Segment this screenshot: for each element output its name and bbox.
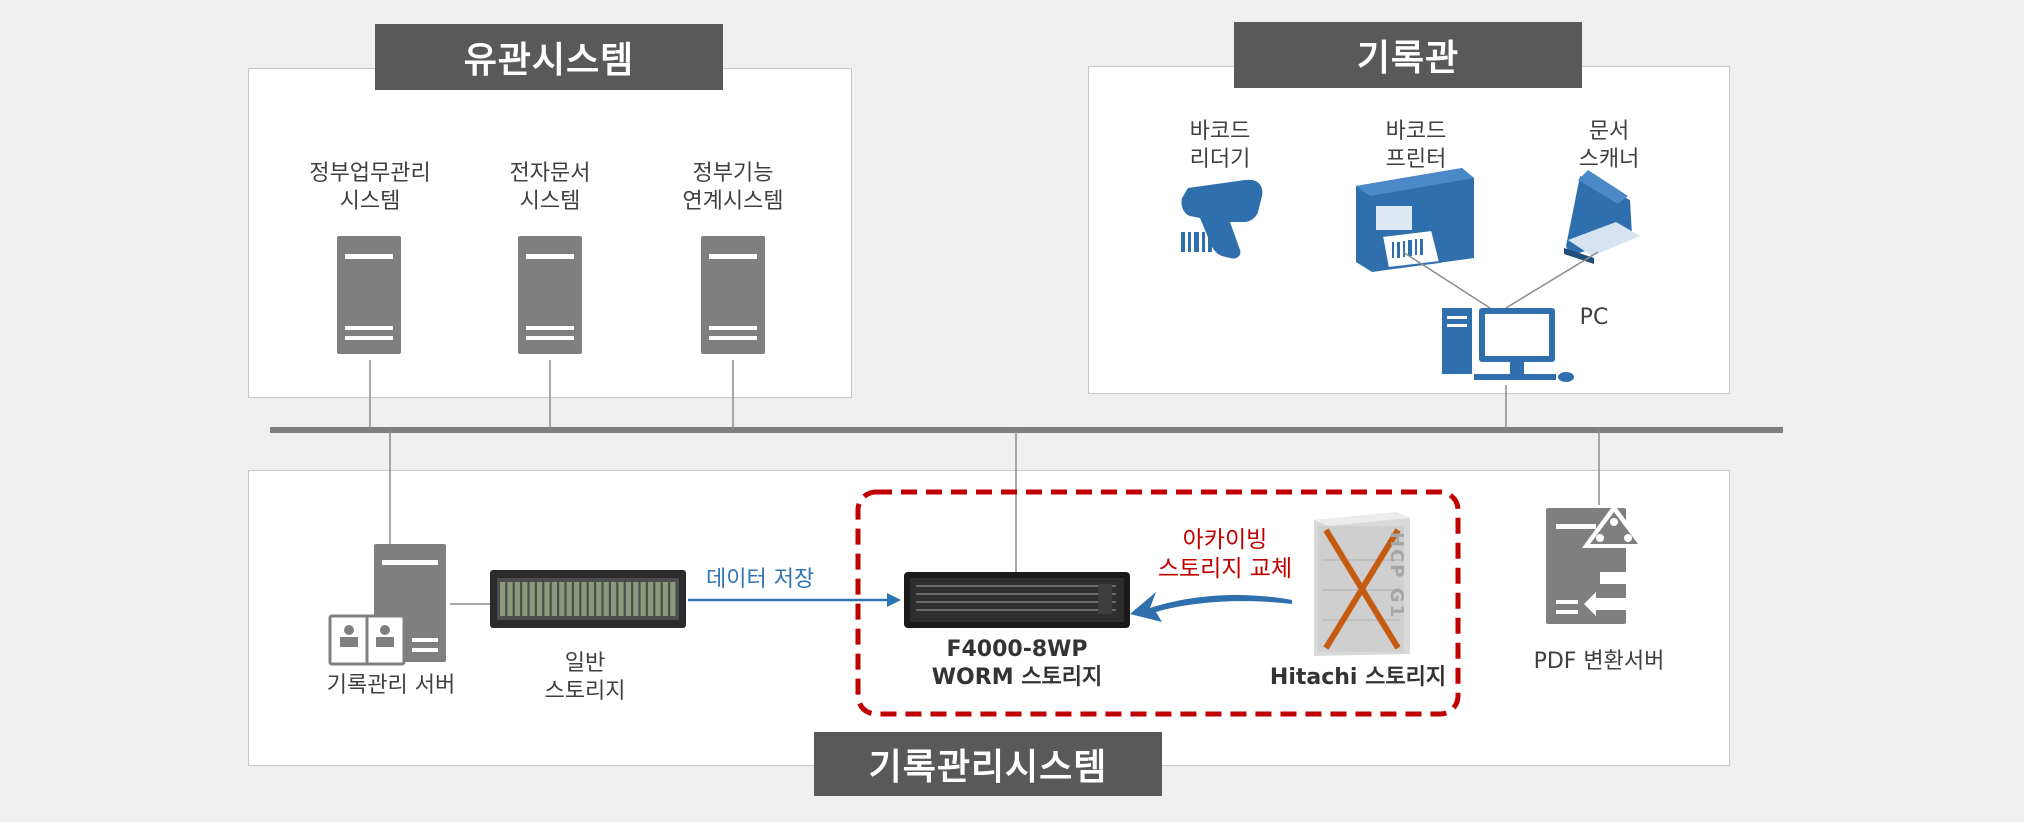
- scanner-label: 문서 스캐너: [1578, 119, 1640, 172]
- hitachi-storage-label: Hitachi 스토리지: [1269, 665, 1447, 690]
- pc-icon: [1402, 251, 1599, 382]
- document-scanner-icon: [1564, 170, 1640, 264]
- replace-x-mark: [1323, 528, 1401, 650]
- drive-slot: [633, 582, 639, 616]
- drive-slot: [522, 582, 528, 616]
- drive-slot: [500, 582, 506, 616]
- drive-slot: [648, 582, 654, 616]
- pdf-server-label: PDF 변환서버: [1533, 649, 1665, 674]
- data-flow-label: 데이터 저장: [706, 567, 815, 592]
- agency-system-label: 정부업무관리 시스템: [309, 161, 431, 214]
- drive-slot: [566, 582, 572, 616]
- drive-slot: [655, 582, 661, 616]
- drive-slot: [662, 582, 668, 616]
- drive-slot: [611, 582, 617, 616]
- barcode-reader-label: 바코드 리더기: [1189, 119, 1251, 172]
- barcode-printer-icon: [1356, 168, 1474, 272]
- hitachi-storage-icon: [1314, 512, 1410, 656]
- server-icon: [518, 236, 582, 354]
- migration-arrow: [1130, 592, 1292, 622]
- archive-title: 기록관: [1234, 22, 1582, 88]
- drive-slot: [618, 582, 624, 616]
- drive-slot: [596, 582, 602, 616]
- pdf-server-icon: [1546, 504, 1652, 624]
- pc-label: PC: [1579, 305, 1609, 330]
- server-icon: [701, 236, 765, 354]
- replacement-highlight-box: [855, 489, 1461, 717]
- barcode-printer-label: 바코드 프린터: [1385, 119, 1447, 172]
- drive-slot: [507, 582, 513, 616]
- worm-storage-label: WORM 스토리지: [931, 665, 1103, 690]
- drive-slot: [559, 582, 565, 616]
- drive-slot: [670, 582, 676, 616]
- drive-slot: [581, 582, 587, 616]
- drive-slot: [514, 582, 520, 616]
- agency-system-label: 정부기능 연계시스템: [682, 161, 784, 214]
- records-server-label: 기록관리 서버: [326, 673, 456, 698]
- agency-systems-title: 유관시스템: [375, 24, 723, 90]
- worm-storage-icon: [904, 572, 1130, 628]
- drive-slot: [603, 582, 609, 616]
- drive-slot: [551, 582, 557, 616]
- records-server-icon: [328, 544, 446, 666]
- drive-slot: [588, 582, 594, 616]
- drive-slot: [537, 582, 543, 616]
- replace-note: 아카이빙 스토리지 교체: [1157, 527, 1293, 582]
- drive-slot: [640, 582, 646, 616]
- agency-system-label: 전자문서 시스템: [509, 161, 591, 214]
- drive-slot: [574, 582, 580, 616]
- drive-slot: [544, 582, 550, 616]
- hitachi-device-text: HCP G1: [1386, 532, 1407, 620]
- server-icon: [337, 236, 401, 354]
- worm-model-label: F4000-8WP: [946, 637, 1088, 662]
- general-storage-icon: [490, 570, 686, 628]
- general-storage-label: 일반 스토리지: [544, 651, 626, 704]
- records-system-title: 기록관리시스템: [814, 732, 1162, 796]
- drive-slot: [625, 582, 631, 616]
- barcode-reader-icon: [1181, 179, 1263, 259]
- drive-slot: [529, 582, 535, 616]
